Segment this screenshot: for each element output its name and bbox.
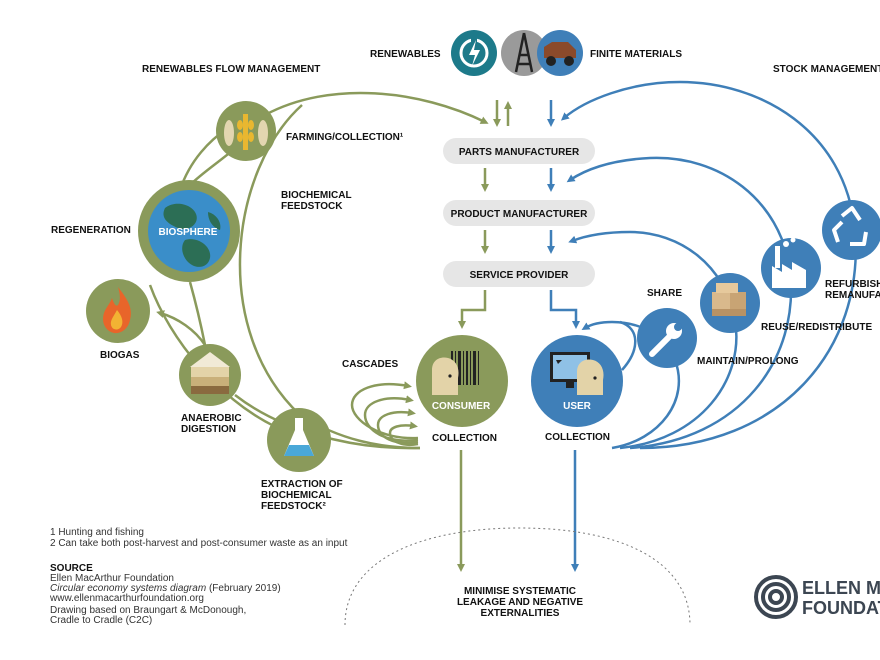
renewables-flow-label: RENEWABLES FLOW MANAGEMENT <box>142 64 320 75</box>
biogas-label: BIOGAS <box>100 350 140 361</box>
feedstock-inner-arc <box>238 104 421 450</box>
parts-manufacturer-label: PARTS MANUFACTURER <box>459 147 580 158</box>
source-drawing-2: Cradle to Cradle (C2C) <box>50 615 152 626</box>
farming-collection-label: FARMING/COLLECTION¹ <box>286 132 404 143</box>
refurbish-loop <box>566 156 793 450</box>
reuse-label: REUSE/REDISTRIBUTE <box>761 322 872 333</box>
cascades-label: CASCADES <box>342 359 398 370</box>
user-screen-icon <box>531 335 623 427</box>
source-date: (February 2019) <box>206 583 280 594</box>
parts-manufacturer-box: PARTS MANUFACTURER <box>443 138 595 164</box>
recycle-icon <box>822 200 880 260</box>
stock-outer-loop <box>560 80 858 450</box>
farming-to-parts-arrow <box>264 91 489 124</box>
leakage-label-1: MINIMISE SYSTEMATIC <box>464 586 576 597</box>
service-to-user-arrow <box>549 290 580 329</box>
consumer-collection-label: COLLECTION <box>432 433 497 444</box>
cascade-arc-2 <box>363 395 419 442</box>
leakage-label-2: LEAKAGE AND NEGATIVE <box>457 597 583 608</box>
wrench-icon <box>637 308 697 368</box>
oil-derrick-icon <box>501 30 547 76</box>
source-org: Ellen MacArthur Foundation <box>50 573 174 584</box>
maintain-label: MAINTAIN/PROLONG <box>697 356 799 367</box>
footnote-1: 1 Hunting and fishing <box>50 527 144 538</box>
cascade-arc-4 <box>388 421 419 446</box>
stock-management-label: STOCK MANAGEMENT <box>773 64 880 75</box>
anaerobic-label-2: DIGESTION <box>181 424 236 435</box>
refurbish-label-2: REMANUFA <box>825 290 880 301</box>
source-title-line: Circular economy systems diagram (Februa… <box>50 583 281 594</box>
renewables-icon-group <box>451 30 497 76</box>
leakage-label-3: EXTERNALITIES <box>481 608 560 619</box>
service-provider-box: SERVICE PROVIDER <box>443 261 595 287</box>
share-label: SHARE <box>647 288 682 299</box>
footnote-2: 2 Can take both post-harvest and post-co… <box>50 538 348 549</box>
foundation-logo: ELLEN MACA FOUNDATION <box>754 575 880 619</box>
finite-materials-label: FINITE MATERIALS <box>590 49 682 60</box>
service-to-consumer-arrow <box>458 290 487 329</box>
source-title: Circular economy systems diagram <box>50 583 206 594</box>
source-drawing-1: Drawing based on Braungart & McDonough, <box>50 605 246 616</box>
source-url: www.ellenmacarthurfoundation.org <box>49 593 204 604</box>
biosphere-label: BIOSPHERE <box>159 227 218 238</box>
user-collection-label: COLLECTION <box>545 432 610 443</box>
flask-icon <box>267 408 331 472</box>
share-loop <box>619 320 637 371</box>
anaerobic-to-biosphere-line <box>188 281 207 346</box>
consumer-label: CONSUMER <box>432 401 491 412</box>
leakage-arc <box>344 527 691 626</box>
renewables-label: RENEWABLES <box>370 49 441 60</box>
service-provider-label: SERVICE PROVIDER <box>470 270 570 281</box>
soil-layers-icon <box>179 344 241 406</box>
mining-truck-icon <box>537 30 583 76</box>
product-manufacturer-label: PRODUCT MANUFACTURER <box>451 209 588 220</box>
source-heading: SOURCE <box>50 563 93 574</box>
extraction-label-2: BIOCHEMICAL <box>261 490 332 501</box>
user-label: USER <box>563 401 592 412</box>
wheat-and-fish-icon <box>216 101 276 161</box>
extraction-label-3: FEEDSTOCK² <box>261 501 326 512</box>
biochemical-feedstock-label-2: FEEDSTOCK <box>281 201 343 212</box>
logo-line-2: FOUNDATION <box>802 598 880 618</box>
consumer-barcode-icon <box>416 335 508 427</box>
biochemical-feedstock-label-1: BIOCHEMICAL <box>281 190 352 201</box>
logo-line-1: ELLEN MACA <box>802 578 880 598</box>
regeneration-label: REGENERATION <box>51 225 131 236</box>
boxes-icon <box>700 273 760 333</box>
product-manufacturer-box: PRODUCT MANUFACTURER <box>443 200 595 226</box>
extraction-label-1: EXTRACTION OF <box>261 479 343 490</box>
earth-globe-icon <box>138 180 240 282</box>
anaerobic-label-1: ANAEROBIC <box>181 413 242 424</box>
refurbish-label-1: REFURBISH <box>825 279 880 290</box>
flame-icon <box>86 279 150 343</box>
factory-icon <box>761 237 821 298</box>
cascade-arc-1 <box>350 381 419 440</box>
